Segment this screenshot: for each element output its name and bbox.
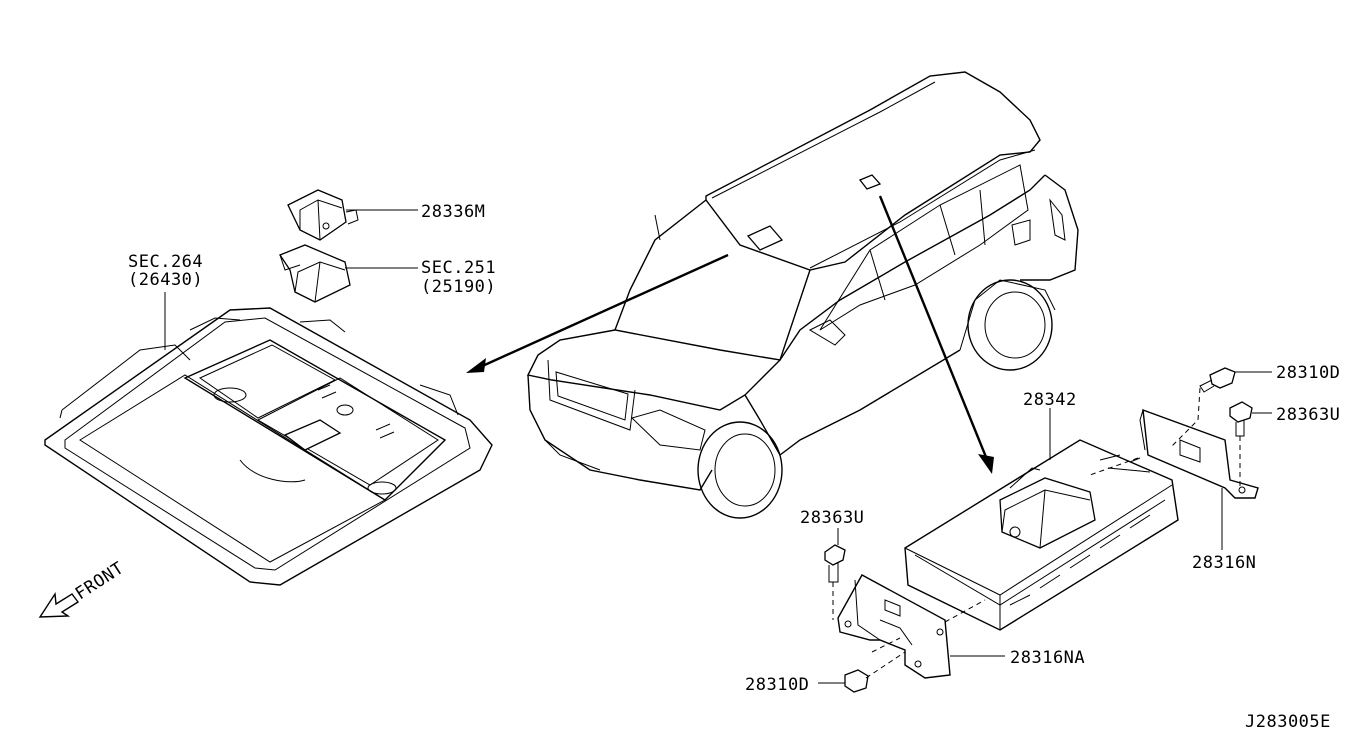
label-28316N: 28316N	[1192, 553, 1256, 573]
label-28342: 28342	[1023, 390, 1077, 410]
label-28363U-right: 28363U	[1276, 405, 1340, 425]
label-front: FRONT	[72, 558, 128, 604]
part-sec251-illustration	[279, 244, 351, 303]
part-28316N-illustration	[1139, 408, 1259, 499]
label-sec264: SEC.264	[128, 252, 203, 272]
vehicle-illustration	[526, 71, 1079, 519]
front-direction-arrow	[38, 591, 80, 618]
label-28363U-left: 28363U	[800, 508, 864, 528]
label-sec251-number: (25190)	[421, 277, 496, 297]
label-28310D-bottom: 28310D	[745, 675, 809, 695]
overhead-console	[44, 307, 493, 586]
label-28310D-top: 28310D	[1276, 363, 1340, 383]
bolt-28363U-left-illustration	[824, 544, 846, 620]
bolt-28363U-right-illustration	[1229, 401, 1253, 486]
leader-arrows	[466, 195, 994, 474]
bolt-28310D-bottom-illustration	[844, 651, 906, 693]
label-28336M: 28336M	[421, 202, 485, 222]
label-28316NA: 28316NA	[1010, 648, 1085, 668]
part-28342-illustration	[904, 439, 1179, 631]
part-28316NA-illustration	[837, 574, 951, 679]
bolt-28310D-top-illustration	[1199, 367, 1236, 393]
label-sec264-number: (26430)	[128, 270, 203, 290]
reference-lines	[164, 209, 1272, 684]
part-28336M-illustration	[287, 189, 359, 241]
label-sec251: SEC.251	[421, 258, 496, 278]
diagram-id: J283005E	[1245, 712, 1331, 732]
